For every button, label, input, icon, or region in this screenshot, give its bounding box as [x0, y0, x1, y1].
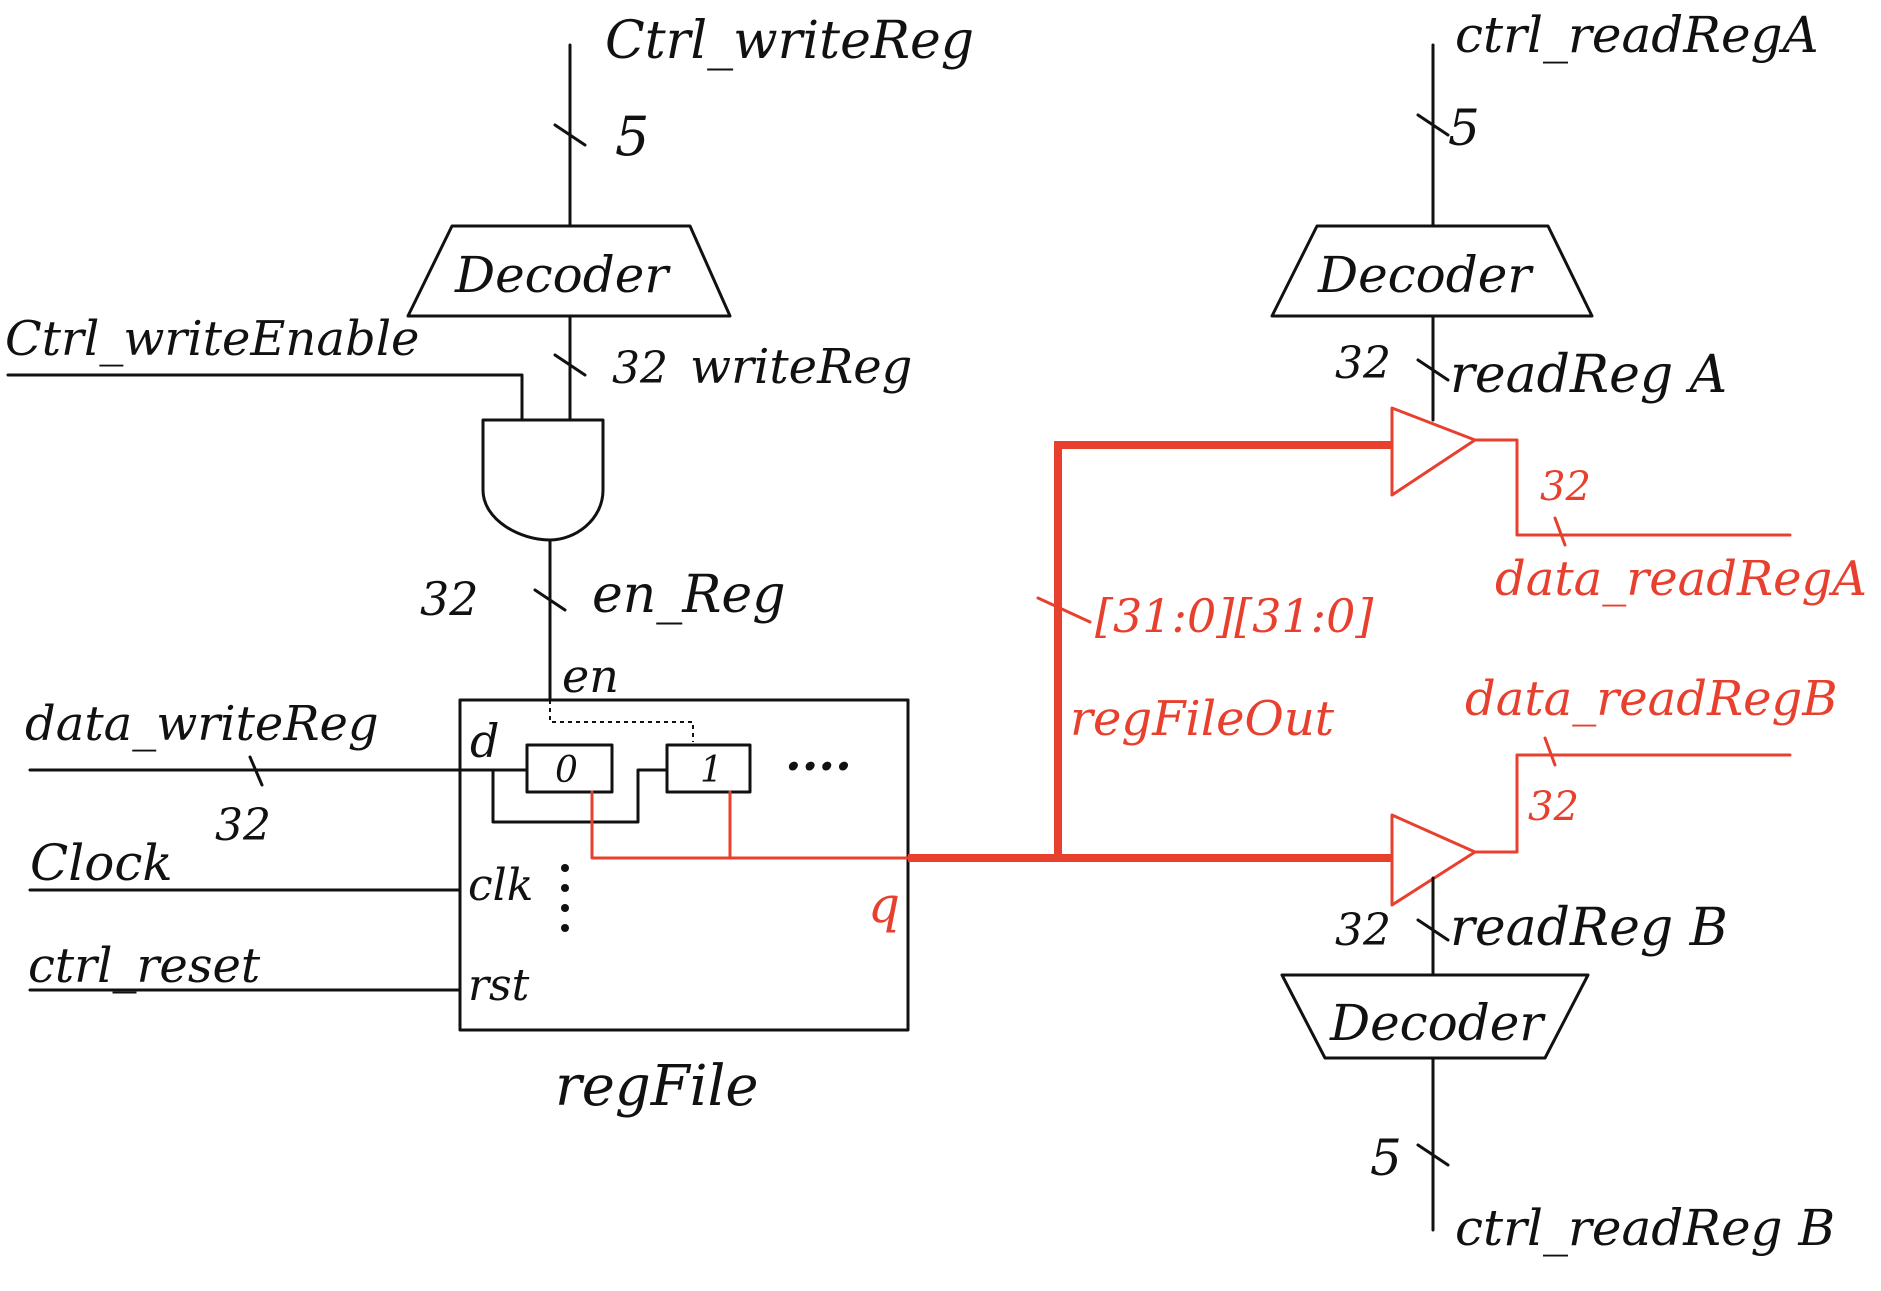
readrega-width-label: 32 — [1335, 338, 1391, 389]
port-clk-label: clk — [468, 860, 533, 911]
write-decoder-label: Decoder — [454, 246, 671, 304]
ctrl-writereg-width-tick — [553, 123, 587, 147]
vertical-ellipsis-dot — [561, 904, 569, 912]
en-reg-width-label: 32 — [420, 572, 479, 626]
data-readregb-wire — [1473, 753, 1792, 854]
port-q-label: q — [868, 876, 900, 934]
en-port-label: en — [562, 649, 619, 703]
data-writereg-width-label: 32 — [215, 800, 271, 851]
data-readrega-width-label: 32 — [1540, 464, 1591, 510]
data-writereg-label: data_writeReg — [25, 696, 379, 752]
readrega-label: readReg A — [1450, 345, 1727, 405]
ctrl-reset-label: ctrl_reset — [28, 938, 261, 994]
clock-label: Clock — [30, 834, 173, 892]
reg0-output-wire — [590, 790, 910, 860]
bus-range-label: [31:0][31:0] — [1095, 589, 1373, 643]
data-readrega-label: data_readRegA — [1495, 551, 1867, 607]
regfile-label: regFile — [555, 1054, 759, 1119]
ctrl-writereg-width-label: 5 — [615, 105, 649, 168]
data-writereg-width-tick — [248, 755, 264, 787]
writereg-label: writeReg — [690, 339, 912, 395]
ctrl-readregb-width-tick — [1416, 1143, 1450, 1167]
read-decoder-a-label: Decoder — [1317, 246, 1534, 304]
writereg-width-tick — [553, 353, 587, 377]
register-0-label: 0 — [555, 750, 578, 791]
register-1-label: 1 — [700, 750, 723, 791]
ctrl-readrega-width-tick — [1416, 113, 1450, 137]
write-decoder — [406, 224, 732, 318]
vertical-ellipsis-dot — [561, 884, 569, 892]
en-reg-width-tick — [533, 588, 567, 612]
ctrl-readregb-width-label: 5 — [1370, 1129, 1402, 1187]
d-bus-to-reg1 — [491, 768, 669, 824]
read-decoder-b-label: Decoder — [1329, 994, 1546, 1052]
regfileout-width-tick — [1036, 596, 1092, 624]
writereg-width-label: 32 — [612, 343, 668, 394]
ctrl-writereg-label: Ctrl_writeReg — [605, 11, 974, 71]
en-reg-label: en_Reg — [592, 565, 785, 625]
regfileout-bus-to-a — [1054, 441, 1392, 858]
readregb-width-label: 32 — [1335, 905, 1391, 956]
readregb-width-tick — [1416, 918, 1450, 942]
data-readrega-width-tick — [1553, 516, 1567, 547]
ctrl-writeenable-label: Ctrl_writeEnable — [5, 311, 419, 367]
tristate-buffer-a — [1390, 406, 1477, 497]
data-readrega-wire — [1473, 438, 1792, 537]
ctrl-readrega-label: ctrl_readRegA — [1455, 6, 1819, 64]
register-ellipsis: .... — [785, 726, 852, 782]
en-distribution-dotted — [549, 700, 694, 742]
port-d-label: d — [470, 714, 499, 768]
vertical-ellipsis-dot — [561, 924, 569, 932]
port-rst-label: rst — [468, 960, 530, 1011]
read-decoder-b — [1280, 973, 1590, 1060]
data-readregb-width-tick — [1543, 736, 1557, 767]
data-readregb-width-label: 32 — [1528, 784, 1579, 830]
ctrl-readrega-width-label: 5 — [1448, 99, 1480, 157]
readrega-width-tick — [1416, 358, 1450, 382]
read-decoder-a — [1270, 224, 1594, 318]
readregb-label: readReg B — [1450, 898, 1728, 958]
ctrl-readregb-label: ctrl_readReg B — [1455, 1199, 1835, 1257]
vertical-ellipsis-dot — [561, 864, 569, 872]
data-readregb-label: data_readRegB — [1465, 671, 1838, 727]
regfileout-label: regFileOut — [1070, 691, 1335, 747]
and-gate — [481, 418, 605, 542]
regfile-block — [458, 698, 910, 1032]
ctrl-writeenable-wire — [6, 373, 524, 422]
